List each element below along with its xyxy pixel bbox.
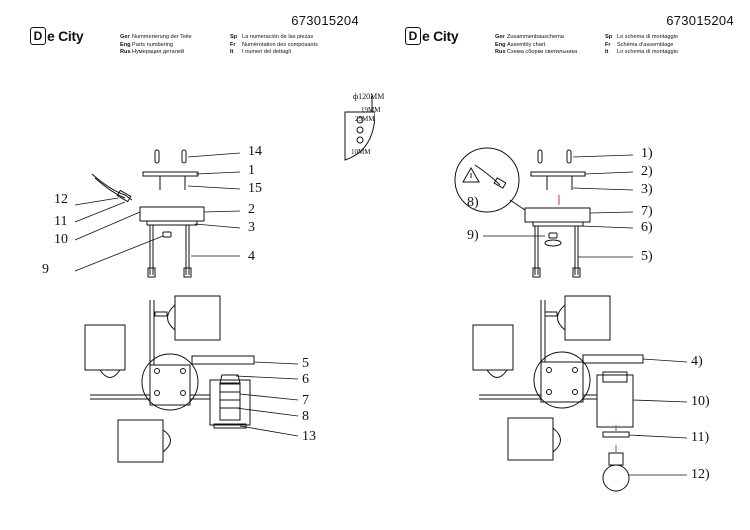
leader-lines <box>74 152 241 272</box>
fixture-front-view <box>472 295 644 492</box>
part-label-1: 1 <box>248 163 255 178</box>
logo-mark-right: D <box>405 27 421 45</box>
wall-plugs-icon <box>537 149 572 164</box>
leader-lines <box>483 154 634 258</box>
fixture-front-view <box>84 295 255 463</box>
assembly-label-5: 5) <box>641 249 653 264</box>
part-label-7: 7 <box>302 393 309 408</box>
arms-icon <box>147 225 192 278</box>
part-label-4: 4 <box>248 249 255 264</box>
part-label-2: 2 <box>248 202 255 217</box>
part-label-14: 14 <box>248 144 262 159</box>
leader-lines-lower <box>628 358 688 476</box>
logo-text-right: e City <box>422 28 459 44</box>
part-label-6: 6 <box>302 372 309 387</box>
assembly-label-4: 4) <box>691 354 703 369</box>
mount-detail-drawing <box>344 96 375 161</box>
part-label-11: 11 <box>54 214 68 229</box>
assembly-label-9: 9) <box>467 228 479 243</box>
arms-icon <box>532 226 581 278</box>
part-label-5: 5 <box>302 356 309 371</box>
assembly-label-7: 7) <box>641 204 653 219</box>
assembly-label-3: 3) <box>641 182 653 197</box>
parts-drawing <box>74 149 299 463</box>
assembly-drawing <box>454 147 688 492</box>
assembly-label-11: 11) <box>691 430 710 445</box>
logo-mark: D <box>30 27 46 45</box>
part-label-9: 9 <box>42 262 49 277</box>
brand-logo-right: D e City <box>405 26 459 46</box>
assembly-label-8: 8) <box>467 195 479 210</box>
part-label-10: 10 <box>54 232 68 247</box>
article-code: 673015204 <box>291 13 359 28</box>
mount-dim-25: 25MM <box>355 115 375 123</box>
logo-text: e City <box>47 28 84 44</box>
canopy-icon <box>524 207 591 227</box>
part-label-3: 3 <box>248 220 255 235</box>
wire-connector-icon <box>91 173 133 203</box>
part-label-13: 13 <box>302 429 316 444</box>
part-label-8: 8 <box>302 409 309 424</box>
mount-dim-19: 19MM <box>361 106 381 114</box>
assembly-label-10: 10) <box>691 394 710 409</box>
part-label-15: 15 <box>248 181 262 196</box>
wall-plugs-icon <box>154 149 187 164</box>
warning-magnifier-icon <box>454 147 526 213</box>
canopy-icon <box>139 206 205 226</box>
mount-diameter: ф120MM <box>353 92 385 101</box>
article-code-right: 673015204 <box>666 13 734 28</box>
assembly-label-12: 12) <box>691 467 710 482</box>
assembly-label-2: 2) <box>641 164 653 179</box>
brand-logo: D e City <box>30 26 84 46</box>
assembly-label-6: 6) <box>641 220 653 235</box>
mount-dim-10: 10MM <box>351 148 371 156</box>
part-label-12: 12 <box>54 192 68 207</box>
leader-lines-lower <box>235 361 299 437</box>
assembly-label-1: 1) <box>641 146 653 161</box>
